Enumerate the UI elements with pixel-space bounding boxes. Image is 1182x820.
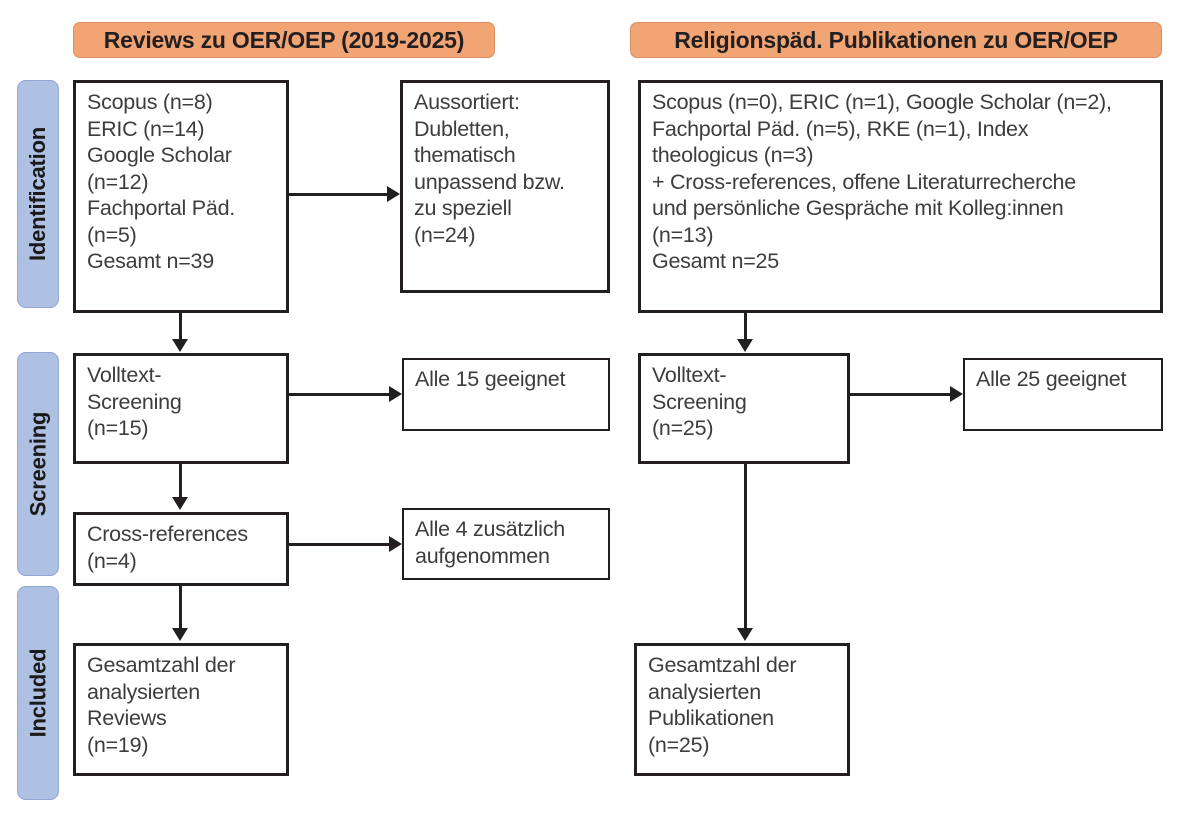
stage-label-identification: Identification — [25, 126, 50, 262]
box-left-identification-sources: Scopus (n=8) ERIC (n=14) Google Scholar … — [73, 80, 289, 313]
box-left-excluded: Aussortiert: Dubletten, thematisch unpas… — [400, 80, 610, 293]
connector-right-identification-to-screening — [744, 313, 747, 341]
connector-left-screening-to-crossrefs — [179, 464, 182, 498]
arrowhead-left-screening-to-result — [389, 386, 402, 402]
stage-pill-included: Included — [17, 586, 59, 800]
box-right-included-total: Gesamtzahl der analysierten Publikatione… — [634, 643, 850, 776]
box-right-identification-sources: Scopus (n=0), ERIC (n=1), Google Scholar… — [638, 80, 1163, 313]
connector-left-crossrefs-to-included — [179, 586, 182, 629]
banner-right-publications: Religionspäd. Publikationen zu OER/OEP — [630, 22, 1162, 58]
arrowhead-left-identification-to-excluded — [387, 186, 400, 202]
stage-label-included: Included — [25, 648, 51, 738]
arrowhead-right-screening-to-result — [950, 386, 963, 402]
connector-left-identification-to-screening — [179, 313, 182, 341]
arrowhead-left-crossrefs-to-result — [389, 536, 402, 552]
box-left-cross-references: Cross-references (n=4) — [73, 512, 289, 586]
box-left-screening-result: Alle 15 geeignet — [402, 358, 610, 431]
connector-right-screening-to-included — [744, 464, 747, 629]
arrowhead-right-screening-to-included — [737, 628, 753, 641]
box-right-fulltext-screening: Volltext- Screening (n=25) — [638, 353, 850, 464]
arrowhead-left-identification-to-screening — [172, 339, 188, 352]
connector-left-identification-to-excluded — [289, 193, 389, 196]
box-right-screening-result: Alle 25 geeignet — [963, 358, 1163, 431]
connector-right-screening-to-result — [850, 393, 952, 396]
box-left-cross-references-result: Alle 4 zusätzlich aufgenommen — [402, 508, 610, 580]
stage-pill-identification: Identification — [17, 80, 59, 308]
banner-left-reviews: Reviews zu OER/OEP (2019-2025) — [73, 22, 495, 58]
stage-pill-screening: Screening — [17, 352, 59, 576]
arrowhead-left-crossrefs-to-included — [172, 628, 188, 641]
arrowhead-right-identification-to-screening — [737, 339, 753, 352]
box-left-fulltext-screening: Volltext- Screening (n=15) — [73, 353, 289, 464]
box-left-included-total: Gesamtzahl der analysierten Reviews (n=1… — [73, 643, 289, 776]
connector-left-screening-to-result — [289, 393, 391, 396]
connector-left-crossrefs-to-result — [289, 543, 391, 546]
stage-label-screening: Screening — [25, 411, 51, 517]
arrowhead-left-screening-to-crossrefs — [172, 497, 188, 510]
